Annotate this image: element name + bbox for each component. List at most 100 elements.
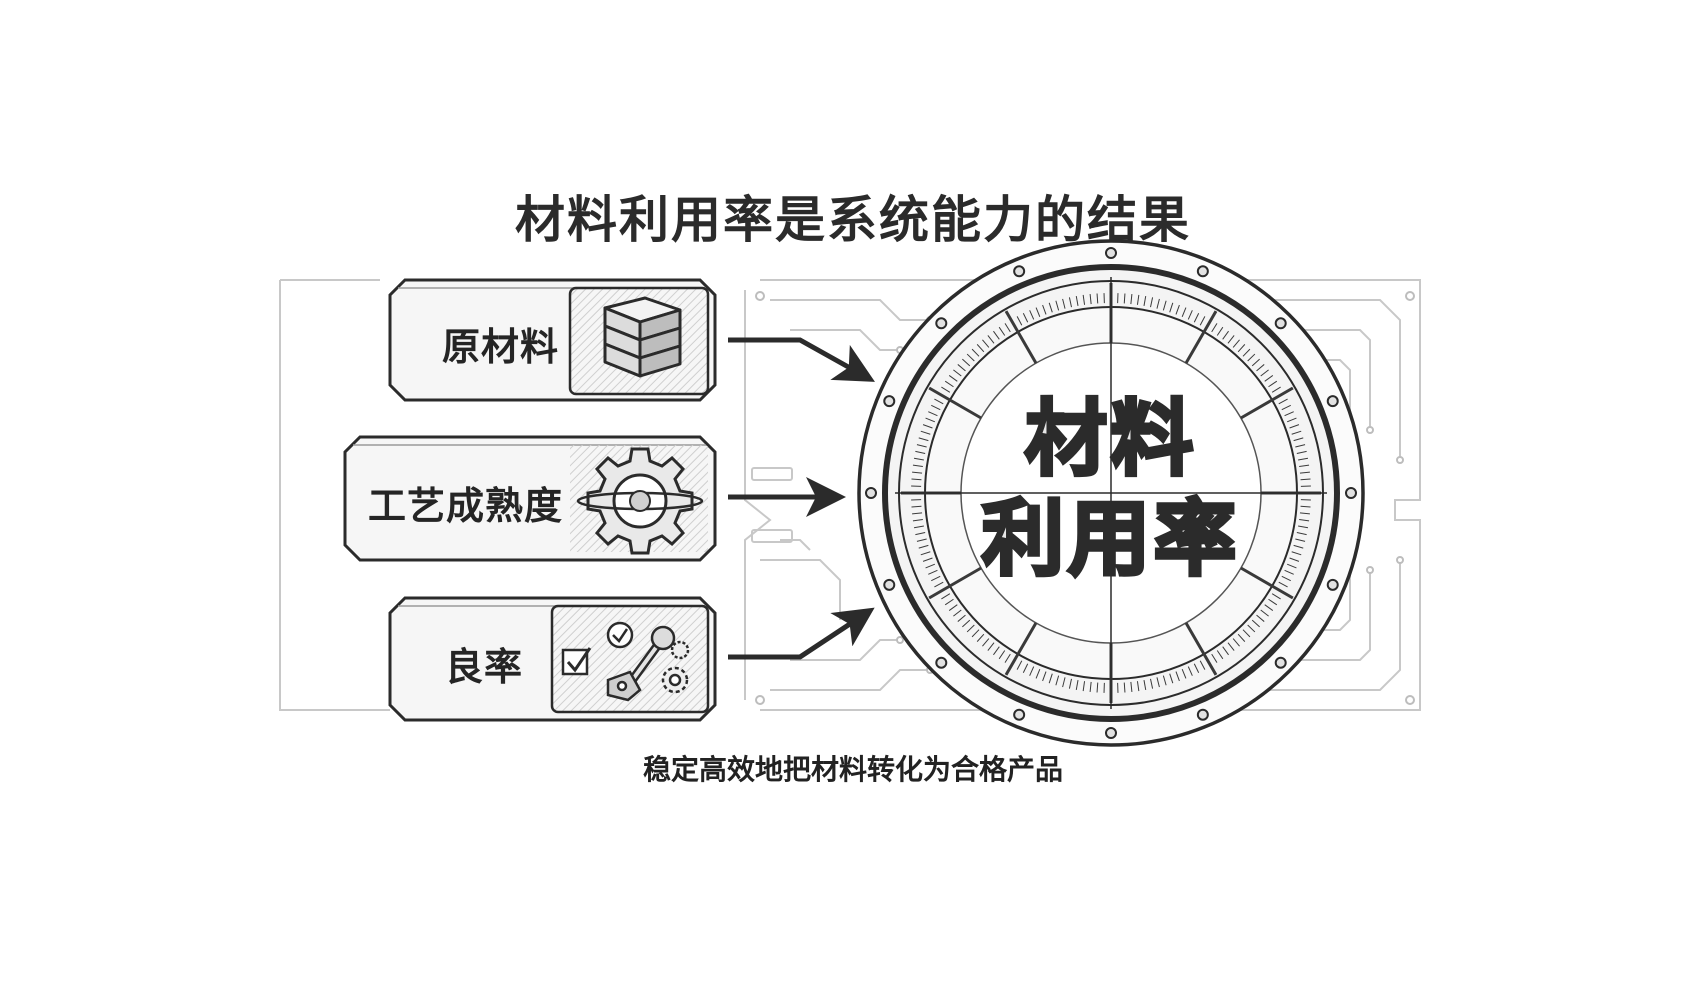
dial-tick [1256, 364, 1265, 372]
dial-tick [1042, 671, 1047, 682]
dial-tick [993, 646, 1000, 656]
dial-bolt [883, 578, 896, 591]
dial-tick [1268, 598, 1278, 606]
dial-tick [1222, 646, 1229, 656]
dial-tick [1181, 307, 1187, 318]
dial-tick [953, 609, 962, 617]
dial-tick [941, 386, 951, 393]
dial-tick [1175, 671, 1180, 682]
dial-tick [928, 386, 982, 420]
dial-tick [971, 348, 980, 357]
dial-tick [1271, 593, 1281, 600]
diagram-title: 材料利用率是系统能力的结果 [515, 191, 1191, 249]
dial-tick [1289, 424, 1300, 429]
dial-tick [1075, 295, 1079, 306]
dial-tick [1055, 675, 1060, 686]
dial-tick [1022, 663, 1029, 673]
input-label-process-maturity: 工艺成熟度 [368, 484, 564, 528]
stacked-layers-icon [603, 296, 682, 378]
dial-tick [1193, 663, 1200, 673]
dial-tick [1169, 302, 1174, 313]
arrow-raw-material [728, 337, 875, 382]
dial-tick [1222, 330, 1229, 340]
dial-tick [1278, 581, 1288, 588]
dial-tick [1227, 642, 1235, 651]
dial-tick [976, 633, 985, 642]
dial-tick [957, 614, 966, 622]
dial-tick [962, 619, 971, 628]
dial-tick [1068, 297, 1072, 308]
dial-tick [1143, 680, 1147, 691]
dial-tick [1004, 323, 1011, 333]
arrows [728, 337, 875, 660]
dial-tick [1143, 295, 1147, 306]
dial-tick [1298, 525, 1309, 529]
dial-tick [1055, 300, 1060, 311]
dial-tick [1193, 313, 1200, 323]
dial-tick [944, 598, 954, 606]
dial-tick [1232, 339, 1240, 348]
dial-bolt [935, 317, 948, 330]
dial-tick [1184, 310, 1218, 364]
checkbox-wrench-gears-icon [561, 621, 690, 702]
dial-tick [915, 450, 926, 454]
dial-tick [925, 417, 936, 423]
dial-tick [987, 335, 995, 344]
dial-tick [1150, 678, 1154, 689]
input-box-yield [388, 596, 717, 722]
dial-tick [1251, 358, 1260, 367]
dial-tick [1264, 604, 1274, 611]
dial-tick [1048, 673, 1053, 684]
dial-tick [1240, 386, 1294, 420]
dial-tick [1240, 566, 1294, 600]
dial-tick [1237, 344, 1246, 353]
dial-tick [1247, 624, 1256, 633]
dial-tick [1281, 575, 1291, 582]
dial-tick [1232, 638, 1240, 647]
dial-tick [1089, 681, 1092, 692]
dial-tick [944, 380, 954, 388]
dial-tick [1291, 430, 1302, 435]
dial-tick [934, 398, 944, 405]
dial-tick [1162, 300, 1167, 311]
dial-tick [912, 464, 923, 468]
dial-bolts [865, 247, 1357, 739]
dial-tick [1268, 380, 1278, 388]
dial-tick [1062, 298, 1066, 309]
dial-tick [1298, 457, 1309, 461]
dial-tick [1136, 681, 1140, 692]
dial-tick [913, 525, 924, 529]
dial-tick [1286, 563, 1297, 569]
dial-tick [1199, 316, 1206, 326]
dial-tick [998, 326, 1006, 336]
dial-bolt [1013, 708, 1026, 721]
dial-tick [957, 364, 966, 372]
hub-label-line2: 利用率 [980, 490, 1240, 589]
dial-tick [1295, 444, 1306, 448]
dial-bolt [1345, 487, 1357, 499]
dial-tick [962, 358, 971, 367]
dial-tick [1042, 304, 1047, 315]
dial-bolt [1326, 395, 1339, 408]
dial-tick [1260, 369, 1269, 377]
dial-tick [1048, 302, 1053, 313]
dial-tick [912, 518, 923, 522]
input-label-raw-material: 原材料 [442, 325, 560, 369]
dial-tick [1291, 551, 1302, 556]
dial-tick [1123, 682, 1126, 693]
hub-label: 材料 利用率 [931, 390, 1291, 590]
dial-tick [920, 430, 931, 435]
dial-tick [931, 404, 941, 411]
dial-tick [1175, 304, 1180, 315]
dial-tick [1289, 557, 1300, 562]
dial-tick [1295, 538, 1306, 542]
dial-bolt [1105, 727, 1117, 739]
dial-tick [1184, 622, 1218, 676]
dial-tick [1029, 666, 1035, 676]
dial-tick [948, 604, 958, 611]
dial-tick [982, 339, 990, 348]
dial-tick [915, 532, 926, 536]
dial-tick [1256, 614, 1265, 622]
dial-tick [1260, 609, 1269, 617]
dial-tick [1035, 307, 1041, 318]
